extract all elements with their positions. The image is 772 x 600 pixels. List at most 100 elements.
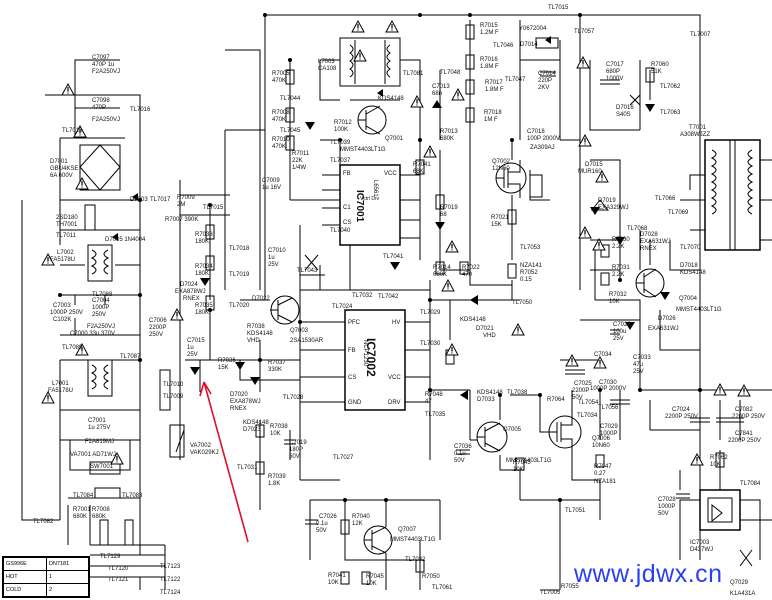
component-label: MMST4403LT1G <box>390 537 436 543</box>
ic7001-pin-vcc: VCC <box>384 171 397 177</box>
component-label: 68K <box>413 169 424 175</box>
component-label: C7841 <box>735 431 753 437</box>
component-label: MMST4403LT1G <box>676 307 722 313</box>
component-label: 50V <box>289 454 300 460</box>
ic7002-pin-fb: FB <box>348 348 356 354</box>
component-label: TL7122 <box>160 577 181 583</box>
warning-triangle-icon <box>41 390 55 404</box>
component-label: C7000 33u 370V <box>70 331 116 337</box>
component-label: 0.1u <box>454 451 466 457</box>
component-label: ZA309AJ <box>530 145 555 151</box>
warning-triangle-icon <box>41 252 55 266</box>
ic7001-pin-c1: C1 <box>343 205 351 211</box>
component-label: TL7009 <box>163 394 184 400</box>
component-label: 180K <box>195 310 210 316</box>
component-label: R7018 <box>484 110 502 116</box>
component-label: 470K <box>272 144 287 150</box>
component-label: C7004 <box>92 298 110 304</box>
component-label: D7028 <box>640 232 658 238</box>
component-label: 680K <box>440 136 455 142</box>
component-label: TL7087 <box>120 354 141 360</box>
component-label: 2SD180 <box>56 215 78 221</box>
component-label: K1A431A <box>730 591 756 597</box>
component-label: TL7044 <box>280 96 301 102</box>
component-label: Q7005 <box>503 427 522 433</box>
component-label: TL7048 <box>440 70 461 76</box>
component-label: R7012 <box>334 120 352 126</box>
component-label: 25V <box>187 352 198 358</box>
component-label: 680K <box>73 514 88 520</box>
component-label: 1.8M F <box>480 64 499 70</box>
component-label: CA108 <box>318 66 337 72</box>
component-label: 47 <box>425 399 432 405</box>
component-label: R7007 390K <box>165 217 199 223</box>
component-label: 1u 275V <box>88 425 111 431</box>
component-label: 0.15 <box>520 277 532 283</box>
component-label: C7034 <box>594 352 612 358</box>
component-label: 68 <box>440 212 447 218</box>
component-label: TL7121 <box>108 577 129 583</box>
component-label: EXA329WJ <box>598 205 629 211</box>
warning-triangle-icon <box>593 355 607 369</box>
component-label: 2200P <box>572 388 590 394</box>
component-label: R7015 <box>480 23 498 29</box>
warning-triangle-icon <box>385 19 399 33</box>
component-label: 1.8K <box>268 481 281 487</box>
component-label: TL7029 <box>420 310 441 316</box>
component-label: KDS4148 <box>680 270 706 276</box>
component-label: Q7001 <box>385 136 404 142</box>
ic7001-name: IC7001 <box>354 190 365 223</box>
component-label: 180K <box>195 239 210 245</box>
component-label: TL7129 <box>100 554 121 560</box>
component-label: TL7068 <box>627 226 648 232</box>
component-label: TL7056 <box>598 405 619 411</box>
component-label: R7005 <box>272 71 290 77</box>
component-label: 68n <box>432 91 443 97</box>
legend-cell: GS996E <box>3 557 47 571</box>
warning-triangle-icon <box>690 452 704 466</box>
component-label: S40S <box>616 112 631 118</box>
component-label: 12N60 <box>492 166 510 172</box>
component-label: C7018 <box>527 129 545 135</box>
legend-cell: HOT <box>3 570 47 584</box>
component-label: 100K <box>334 127 349 133</box>
component-label: TL7017 <box>150 197 171 203</box>
component-label: 1000P 250V <box>50 310 83 316</box>
component-label: D7018 <box>680 263 698 269</box>
component-label: 2200P 250V <box>732 414 765 420</box>
component-label: EXA631WJ <box>640 239 671 245</box>
component-label: C7029 <box>600 424 618 430</box>
component-label: FA5178U <box>50 257 76 263</box>
component-label: Q7006 <box>592 436 611 442</box>
component-label: TL7082 <box>33 519 54 525</box>
component-label: TL7019 <box>229 272 250 278</box>
component-label: KDS4148 <box>247 331 273 337</box>
component-label: C7003 <box>53 303 71 309</box>
component-label: C7033 <box>633 355 651 361</box>
ic7002-pin-hv: HV <box>392 320 401 326</box>
component-label: C7030 <box>599 380 617 386</box>
component-label: TL7053 <box>520 245 541 251</box>
component-label: TL7083 <box>122 493 143 499</box>
component-label: 680P <box>606 69 621 75</box>
component-label: MUR160 <box>578 169 602 175</box>
component-label: TL7031 <box>237 465 258 471</box>
component-label: R7019 <box>440 205 458 211</box>
component-label: TL7063 <box>660 110 681 116</box>
component-label: 470 <box>462 272 473 278</box>
warning-triangle-icon <box>511 322 525 336</box>
component-label: 6A 600V <box>50 173 73 179</box>
component-label: TL7046 <box>493 43 514 49</box>
component-label: D7023 <box>243 427 261 433</box>
component-label: TL7123 <box>160 564 181 570</box>
component-label: KDS4148 <box>378 96 404 102</box>
component-label: 250V <box>149 332 164 338</box>
component-label: 1000P <box>600 431 618 437</box>
component-label: C7025 <box>574 381 592 387</box>
component-label: MMST4403LT1G <box>340 147 386 153</box>
component-label: R7008 <box>272 110 290 116</box>
component-label: KDS4148 <box>243 420 269 426</box>
component-label: RNEX <box>640 246 657 252</box>
component-label: L7003 <box>318 59 335 65</box>
